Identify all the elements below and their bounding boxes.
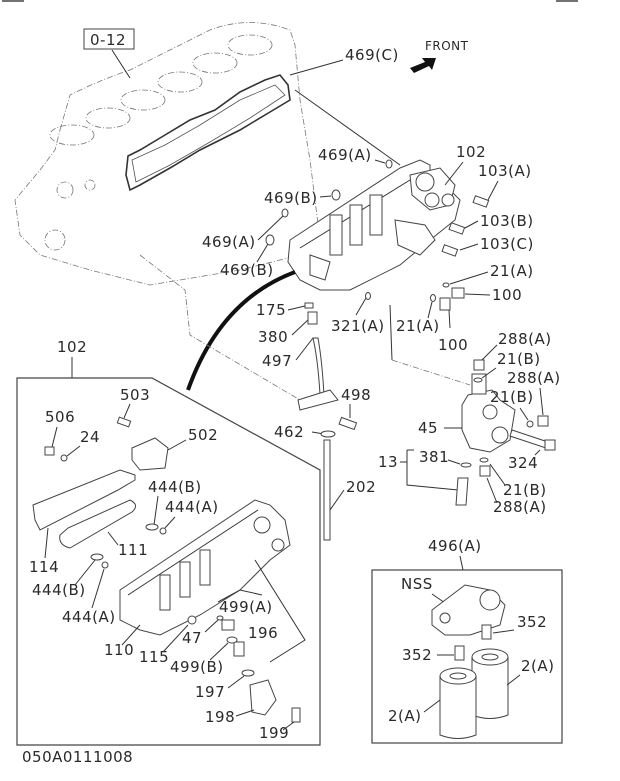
bolt-324: [509, 429, 549, 449]
nipple-352-right: [481, 624, 492, 640]
sensor-196: [233, 641, 245, 657]
cover-plate-502: [131, 437, 169, 471]
label-45: 45: [418, 419, 438, 437]
label-197: 197: [195, 683, 225, 701]
label-469b-mid: 469(B): [220, 261, 274, 279]
plug-288a-top: [473, 359, 485, 371]
label-103b: 103(B): [480, 212, 534, 230]
label-103a: 103(A): [478, 162, 532, 180]
label-21b-2: 21(B): [490, 388, 534, 406]
gasket-114: [32, 469, 136, 531]
label-114: 114: [29, 558, 59, 576]
label-497: 497: [262, 352, 292, 370]
label-506: 506: [45, 408, 75, 426]
label-198: 198: [205, 708, 235, 726]
detail-pointer-arrow: [186, 270, 296, 391]
label-13: 13: [378, 453, 398, 471]
dipstick-rod: [323, 439, 331, 541]
label-352-2: 352: [402, 646, 432, 664]
label-2a-2: 2(A): [388, 707, 422, 725]
nipple-352-left: [454, 645, 465, 661]
label-102-box: 102: [57, 338, 87, 356]
label-321a: 321(A): [331, 317, 385, 335]
label-469a-mid: 469(A): [202, 233, 256, 251]
detail-box-496a: [371, 569, 563, 744]
label-21a-right: 21(A): [490, 262, 534, 280]
label-444b-1: 444(B): [148, 478, 202, 496]
label-499a: 499(A): [219, 598, 273, 616]
label-462: 462: [274, 423, 304, 441]
label-110: 110: [104, 641, 134, 659]
front-label: FRONT: [425, 39, 469, 53]
label-469b-top: 469(B): [264, 189, 318, 207]
label-2a-1: 2(A): [521, 657, 555, 675]
label-100-mid: 100: [438, 336, 468, 354]
label-199: 199: [259, 724, 289, 742]
label-444a-1: 444(A): [165, 498, 219, 516]
oil-filter-head: [461, 373, 516, 453]
label-503: 503: [120, 386, 150, 404]
label-499b: 499(B): [170, 658, 224, 676]
front-arrow-icon: [410, 58, 436, 73]
filter-cartridge-left: [439, 667, 477, 739]
label-496a: 496(A): [428, 537, 482, 555]
engine-block: [14, 22, 321, 286]
filter-cartridge-right: [471, 648, 509, 719]
label-288a-1: 288(A): [498, 330, 552, 348]
label-202: 202: [346, 478, 376, 496]
label-100-right: 100: [492, 286, 522, 304]
label-196: 196: [248, 624, 278, 642]
label-469c: 469(C): [345, 46, 399, 64]
bracket-198: [249, 679, 277, 716]
label-381: 381: [419, 448, 449, 466]
reference-box-label: 0-12: [90, 31, 126, 49]
detail-box-102: [16, 377, 321, 746]
label-288a-3: 288(A): [493, 498, 547, 516]
label-324: 324: [508, 454, 538, 472]
label-175: 175: [256, 301, 286, 319]
label-502: 502: [188, 426, 218, 444]
cooler-element-111: [59, 499, 136, 549]
label-352-1: 352: [517, 613, 547, 631]
reference-box: [83, 28, 135, 50]
label-21a-mid: 21(A): [396, 317, 440, 335]
label-444b-2: 444(B): [32, 581, 86, 599]
plug-288a-bottom: [479, 465, 491, 477]
dipstick-tube: [312, 337, 325, 396]
valve-13: [455, 477, 469, 506]
label-47: 47: [182, 629, 202, 647]
label-21b-3: 21(B): [503, 481, 547, 499]
label-21b-1: 21(B): [497, 350, 541, 368]
drawing-id: 050A0111008: [22, 748, 133, 766]
label-115: 115: [139, 648, 169, 666]
tube-bracket: [297, 389, 339, 411]
label-469a-top: 469(A): [318, 146, 372, 164]
label-103c: 103(C): [480, 235, 534, 253]
label-288a-2: 288(A): [507, 369, 561, 387]
label-380: 380: [258, 328, 288, 346]
label-nss: NSS: [401, 575, 433, 593]
oil-cooler-cover: [287, 159, 461, 291]
label-444a-2: 444(A): [62, 608, 116, 626]
label-102-top: 102: [456, 143, 486, 161]
plug-288a-right: [537, 415, 549, 427]
label-111: 111: [118, 541, 148, 559]
cover-detail: [119, 499, 291, 636]
label-24: 24: [80, 428, 100, 446]
label-498: 498: [341, 386, 371, 404]
